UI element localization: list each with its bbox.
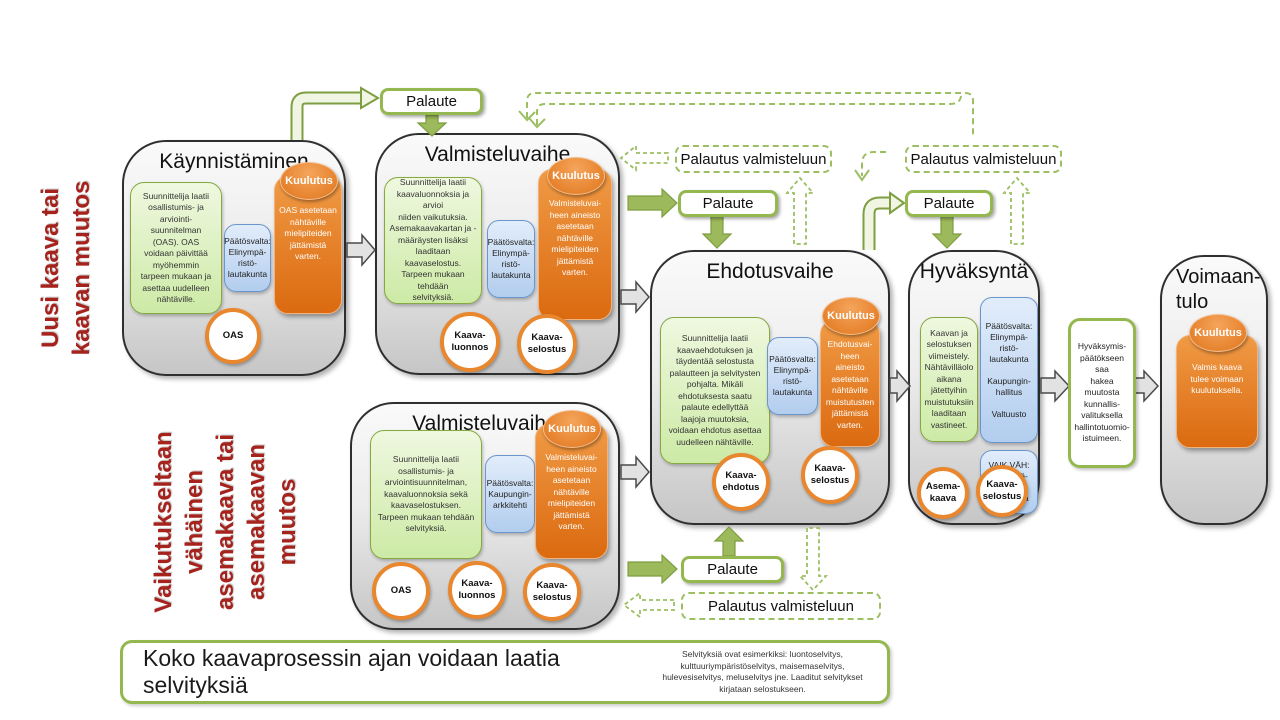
stage-valmisteluvaihe-2: Valmisteluvaihe Suunnittelija laatii osa… (350, 402, 620, 630)
decision-authority: Päätösvalta: Kaupungin- arkkitehti (485, 455, 535, 533)
palaute-label: Palaute (406, 93, 457, 110)
planner-note: Suunnittelija laatii kaavaluonnoksia ja … (384, 177, 482, 304)
doc-circle-luonnos: Kaava- luonnos (440, 312, 500, 372)
arrow-palaute2-down (701, 215, 733, 249)
side-label-minor-plan: Vaikutukseltaan vähäinen asemakaava tai … (150, 431, 301, 613)
stage-ehdotusvaihe: Ehdotusvaihe Suunnittelija laatii kaavae… (650, 250, 890, 525)
palaute-label: Palaute (702, 195, 754, 212)
bottom-note-detail: Selvityksiä ovat esimerkiksi: luontoselv… (662, 649, 863, 694)
stage-voimaantulo: Voimaan- tulo Valmis kaava tulee voimaan… (1160, 255, 1268, 525)
kuulutus-badge: Kuulutus (1189, 314, 1247, 352)
feedback-elbow-kaynnistaminen-inner (292, 93, 362, 140)
dashed-return-line-lower (536, 95, 962, 125)
feedback-elbow-kaynnistaminen-head (360, 86, 380, 110)
dashed-arrow-palautus3-left (622, 591, 675, 619)
doc-circle-selostus: Kaava- selostus (801, 446, 859, 504)
palaute-box-top: Palaute (380, 88, 483, 115)
stage-kaynnistaminen: Käynnistäminen Suunnittelija laatii osal… (122, 140, 346, 376)
palaute-label: Palaute (707, 561, 758, 578)
dashed-elbow-return (861, 151, 886, 176)
feedback-elbow-kaynnistaminen-outer (290, 91, 362, 140)
stage-title: Hyväksyntä (919, 260, 1029, 283)
decision-authority: Päätösvalta: Elinympä- ristö- lautakunta (767, 337, 818, 415)
decision-authority: Päätösvalta: Elinympä- ristö- lautakunta (224, 224, 271, 292)
palautus-box-1: Palautus valmisteluun (675, 145, 832, 173)
arrow-palaute3-down (931, 215, 963, 249)
arrow-hyvaksynta-to-appeal (1040, 369, 1071, 403)
arrow-kaynnistaminen-to-valmistelu (346, 232, 376, 268)
arrow-valmistelu2-to-ehdotus (620, 454, 650, 490)
stage-hyvaksynta: Hyväksyntä Kaavan ja selostuksen viimeis… (908, 250, 1040, 525)
decision-authority: Päätösvalta: Elinympä- ristö- lautakunta… (980, 297, 1038, 443)
doc-circle-oas: OAS (205, 308, 261, 364)
planner-note: Suunnittelija laatii kaavaehdotuksen ja … (660, 317, 770, 464)
doc-circle-selostus: Kaava- selostus (523, 563, 581, 621)
dashed-arrow-ehdotus-up (785, 176, 815, 245)
kuulutus-badge: Kuulutus (543, 410, 601, 448)
dashed-arrow-palautus1-left (619, 144, 669, 172)
dashed-arrow-hyvaksynta-up (1002, 176, 1032, 245)
dashed-elbow-return-arrowhead (854, 169, 870, 182)
kuulutus-badge: Kuulutus (547, 157, 605, 195)
palaute-box-bottom: Palaute (681, 556, 784, 583)
arrow-ehdotus-to-hyvaksynta (889, 368, 911, 404)
feedback-elbow-ehdotus-inner (864, 198, 891, 250)
stage-title: Ehdotusvaihe (706, 260, 834, 283)
doc-circle-asemakaava: Asema- kaava (917, 467, 969, 519)
doc-circle-selostus: Kaava- selostus (976, 465, 1028, 517)
doc-circle-selostus: Kaava- selostus (517, 314, 577, 374)
finalize-note: Kaavan ja selostuksen viimeistely. Nähtä… (920, 317, 978, 442)
palautus-box-2: Palautus valmisteluun (905, 145, 1062, 173)
arrow-valmistelu2-to-palaute (627, 553, 678, 585)
appeal-note: Hyväksymis- päätökseen saa hakea muutost… (1068, 318, 1136, 468)
palautus-label: Palautus valmisteluun (680, 150, 827, 168)
palaute-box-ehdotus: Palaute (678, 190, 778, 217)
palautus-box-3: Palautus valmisteluun (681, 592, 881, 620)
planner-note: Suunnittelija laatii osallistumis- ja ar… (370, 430, 482, 559)
kuulutus-badge: Kuulutus (822, 297, 880, 335)
doc-circle-ehdotus: Kaava- ehdotus (712, 453, 770, 511)
arrow-palaute4-up (713, 526, 745, 557)
arrow-valmistelu1-to-palaute (627, 187, 678, 219)
palautus-label: Palautus valmisteluun (910, 150, 1057, 168)
palautus-label: Palautus valmisteluun (708, 597, 854, 615)
side-label-new-plan: Uusi kaava tai kaavan muutos (37, 180, 95, 356)
stage-title: Valmisteluvaihe (412, 412, 558, 435)
decision-authority: Päätösvalta: Elinympä- ristö- lautakunta (487, 220, 535, 298)
notice-box: Ehdotusvai- heen aineisto asetetaan näht… (820, 320, 880, 447)
bottom-note-title: Koko kaavaprosessin ajan voidaan laatia … (143, 645, 560, 698)
palaute-label: Palaute (923, 195, 975, 212)
stage-title: Voimaan- tulo (1176, 266, 1261, 313)
dashed-return-line-upper (526, 92, 974, 136)
bottom-note: Koko kaavaprosessin ajan voidaan laatia … (120, 640, 890, 704)
planner-note: Suunnittelija laatii osallistumis- ja ar… (130, 182, 222, 314)
palaute-box-hyvaksynta: Palaute (905, 190, 993, 217)
feedback-elbow-ehdotus-outer (862, 196, 891, 250)
stage-title: Valmisteluvaihe (424, 143, 571, 166)
dashed-return-line-upper-arrowhead (518, 110, 536, 122)
doc-circle-luonnos: Kaava- luonnos (448, 561, 506, 619)
feedback-elbow-ehdotus-head (889, 191, 906, 215)
kuulutus-badge: Kuulutus (280, 162, 338, 200)
dashed-return-line-lower-arrowhead (528, 117, 546, 129)
stage-valmisteluvaihe-1: Valmisteluvaihe Suunnittelija laatii kaa… (375, 133, 620, 375)
doc-circle-oas: OAS (372, 562, 430, 620)
dashed-arrow-ehdotus-down (797, 527, 829, 592)
arrow-valmistelu1-to-ehdotus (620, 279, 650, 315)
stage-title: Käynnistäminen (159, 150, 309, 173)
notice-box: Valmis kaava tulee voimaan kuulutuksella… (1176, 335, 1258, 448)
